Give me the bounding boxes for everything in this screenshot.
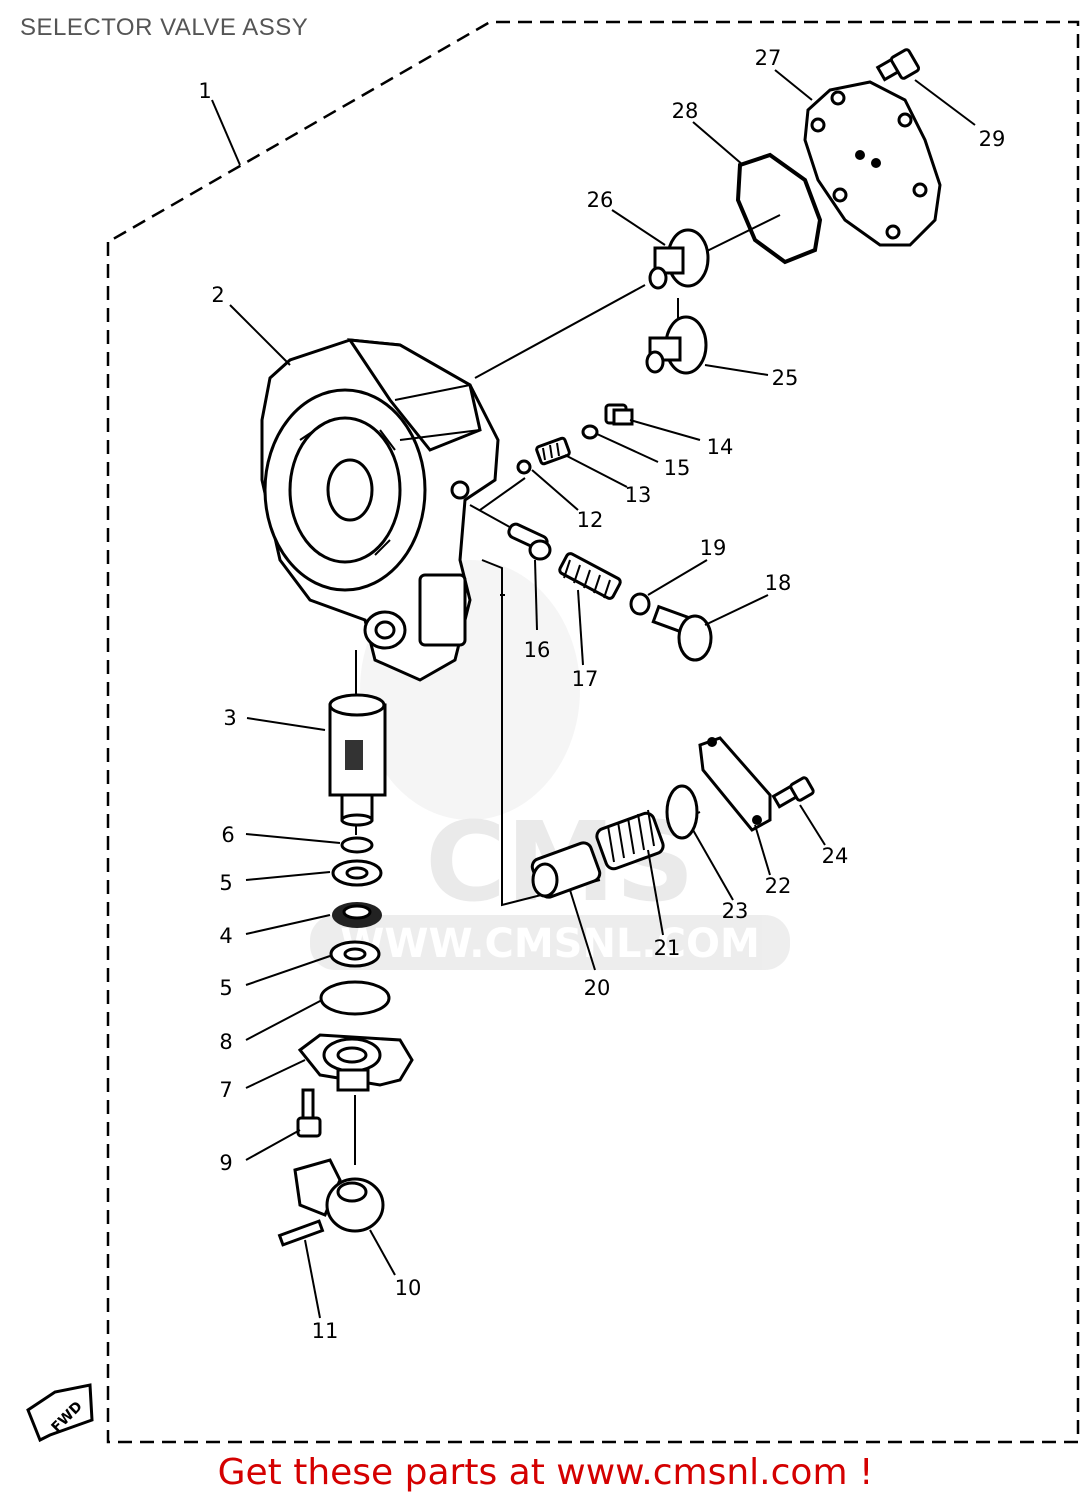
callout-12: 12 [577, 508, 604, 532]
part-6-washer [340, 836, 374, 854]
callout-27: 27 [755, 46, 782, 70]
callout-7: 7 [219, 1078, 232, 1102]
callout-22: 22 [765, 874, 792, 898]
part-16-pin [507, 522, 552, 561]
exploded-parts-diagram: CMS WWW.CMSNL.COM [26, 20, 1080, 1444]
part-27-cover [803, 80, 942, 247]
callout-24: 24 [822, 844, 849, 868]
part-21-spring [595, 809, 665, 871]
leader-lines [211, 69, 976, 1319]
part-25-gear [645, 315, 708, 375]
footer-cta-link[interactable]: Get these parts at www.cmsnl.com ! [217, 1452, 874, 1493]
callout-13: 13 [625, 483, 652, 507]
part-23-o-ring [665, 784, 699, 840]
callout-6: 6 [221, 823, 234, 847]
part-14-plug [604, 403, 634, 426]
callout-5-lower: 5 [219, 976, 232, 1000]
part-11-pin [277, 1219, 325, 1247]
callout-18: 18 [765, 571, 792, 595]
callout-29: 29 [979, 127, 1006, 151]
part-7-flange [297, 1033, 414, 1092]
callout-1: 1 [198, 79, 211, 103]
callout-labels: 1 2 3 6 5 4 5 8 7 9 10 11 12 13 15 14 16… [198, 46, 1005, 1343]
part-2-housing [260, 338, 500, 682]
callout-17: 17 [572, 667, 599, 691]
part-8-o-ring [319, 980, 391, 1016]
callout-26: 26 [587, 188, 614, 212]
part-9-bolt [296, 1088, 322, 1138]
part-18-plug [651, 604, 713, 662]
callout-14: 14 [707, 435, 734, 459]
part-4-seal [332, 902, 382, 928]
callout-19: 19 [700, 536, 727, 560]
callout-10: 10 [395, 1276, 422, 1300]
part-20-valve [530, 841, 602, 899]
callout-23: 23 [722, 899, 749, 923]
part-26-gear [648, 228, 710, 290]
diagram-title: SELECTOR VALVE ASSY [20, 14, 309, 41]
callout-9: 9 [219, 1151, 232, 1175]
callout-4: 4 [219, 924, 232, 948]
part-5-washer-lower [329, 940, 381, 968]
part-17-spring [558, 552, 622, 600]
callout-2: 2 [211, 283, 224, 307]
callout-3: 3 [223, 706, 236, 730]
part-13-spring [535, 436, 571, 466]
cmsnl-watermark: CMS WWW.CMSNL.COM [310, 560, 790, 970]
part-28-gasket [735, 152, 823, 265]
part-29-bolt [875, 48, 921, 82]
callout-15: 15 [664, 456, 691, 480]
callout-20: 20 [584, 976, 611, 1000]
part-19-o-ring [629, 592, 651, 616]
part-12-ball [516, 459, 532, 475]
callout-8: 8 [219, 1030, 232, 1054]
watermark-url: WWW.CMSNL.COM [340, 921, 760, 967]
callout-5-upper: 5 [219, 871, 232, 895]
part-24-bolt [771, 776, 815, 809]
fwd-arrow-icon: FWD [26, 1383, 94, 1443]
part-15-o-ring [581, 424, 599, 440]
part-3-shaft [328, 693, 387, 827]
part-10-lever [293, 1158, 385, 1233]
part-22-cover [698, 736, 772, 832]
callout-21: 21 [654, 936, 681, 960]
callout-28: 28 [672, 99, 699, 123]
callout-16: 16 [524, 638, 551, 662]
callout-25: 25 [772, 366, 799, 390]
assembly-boundary [106, 20, 1080, 1444]
callout-11: 11 [312, 1319, 339, 1343]
part-5-washer-upper [331, 859, 383, 887]
